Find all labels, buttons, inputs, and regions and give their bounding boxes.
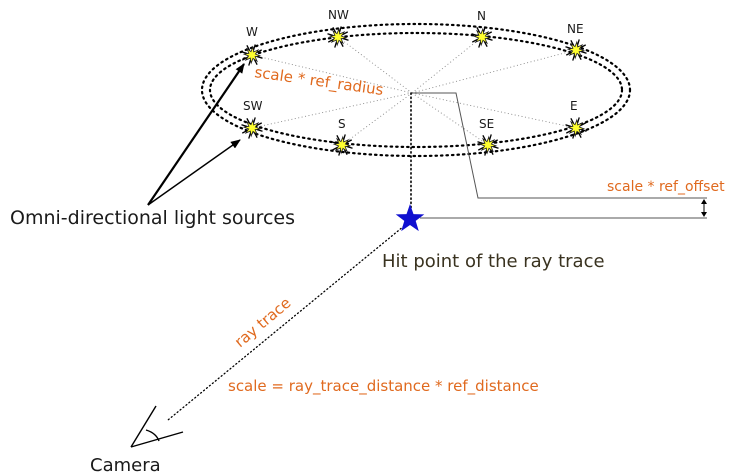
scale-radius-label: scale * ref_radius <box>253 63 384 100</box>
light-source-n-icon <box>471 26 493 48</box>
light-source-e-icon <box>565 117 587 139</box>
light-label-n: N <box>477 9 486 23</box>
light-ring-outer <box>200 22 632 158</box>
light-source-sw-icon <box>241 117 263 139</box>
radius-spokes <box>251 36 577 146</box>
light-source-nw-icon <box>327 26 349 48</box>
light-label-ne: NE <box>567 22 584 36</box>
light-label-sw: SW <box>243 99 263 113</box>
camera-label: Camera <box>90 455 161 474</box>
light-label-se: SE <box>479 117 494 131</box>
hit-point-label: Hit point of the ray trace <box>382 251 605 272</box>
camera-icon <box>130 405 184 448</box>
scale-offset-label: scale * ref_offset <box>607 179 725 195</box>
hit-point-star <box>395 204 425 232</box>
pointer-arrow-w <box>147 63 245 206</box>
light-label-s: S <box>338 117 346 131</box>
ray-trace-line <box>167 225 405 421</box>
light-ring-inner <box>208 31 624 149</box>
light-label-e: E <box>570 99 578 113</box>
light-source-s-icon <box>331 134 353 156</box>
offset-arrow-top <box>701 199 707 204</box>
light-source-se-icon <box>477 134 499 156</box>
light-label-nw: NW <box>328 8 349 22</box>
scale-formula-label: scale = ray_trace_distance * ref_distanc… <box>228 377 539 396</box>
light-sources <box>241 26 587 156</box>
offset-bracket <box>412 92 707 199</box>
light-sources-label: Omni-directional light sources <box>10 207 295 229</box>
pointer-arrow-sw <box>147 139 241 206</box>
light-source-ne-icon <box>565 39 587 61</box>
light-source-w-icon <box>241 44 263 66</box>
offset-arrow-bottom <box>701 212 707 217</box>
light-label-w: W <box>246 25 258 39</box>
